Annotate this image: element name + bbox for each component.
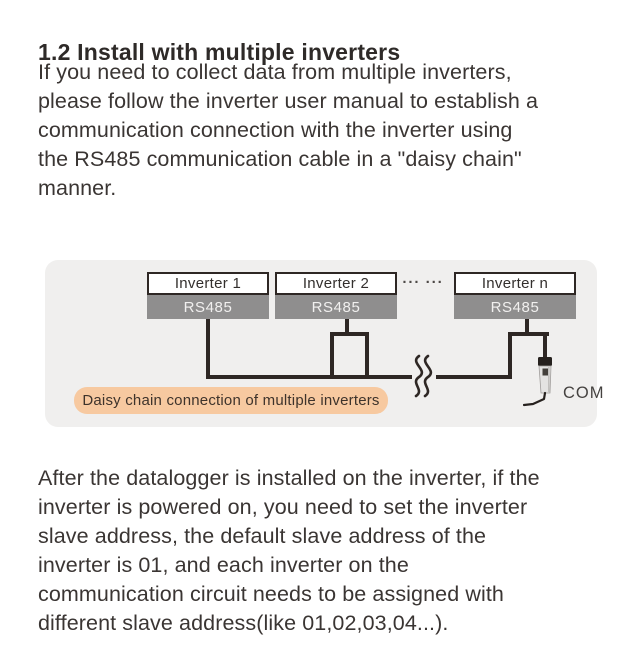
wire-inverter2-leg-left [330, 332, 334, 379]
paragraph-line: different slave address(like 01,02,03,04… [38, 611, 449, 635]
body-paragraph: After the datalogger is installed on the… [38, 464, 540, 638]
paragraph-line: manner. [38, 176, 117, 200]
daisy-chain-diagram: Inverter 1 RS485 Inverter 2 RS485 Invert… [45, 260, 604, 427]
cable-break-icon [414, 354, 433, 398]
inverter-n-unit: Inverter n RS485 [454, 272, 576, 319]
paragraph-line: the RS485 communication cable in a "dais… [38, 147, 522, 171]
inverter-1-rs485-port: RS485 [147, 295, 269, 319]
com-connector-icon [523, 357, 552, 407]
inverter-1-box: Inverter 1 [147, 272, 269, 295]
ellipsis-dots: ··· ··· [402, 274, 444, 291]
paragraph-line: communication connection with the invert… [38, 118, 513, 142]
paragraph-line: inverter is 01, and each inverter on the [38, 553, 409, 577]
inverter-n-rs485-port: RS485 [454, 295, 576, 319]
inverter-1-unit: Inverter 1 RS485 [147, 272, 269, 319]
inverter-2-rs485-port: RS485 [275, 295, 397, 319]
wire-inverter2-bar [330, 332, 369, 336]
wire-inverter2-leg-right [365, 332, 369, 379]
wire-bus-left [206, 375, 412, 379]
paragraph-line: slave address, the default slave address… [38, 524, 487, 548]
wire-invertern-leg-left [508, 332, 512, 379]
paragraph-line: please follow the inverter user manual t… [38, 89, 539, 113]
inverter-2-box: Inverter 2 [275, 272, 397, 295]
com-port-label: COM [563, 384, 605, 402]
paragraph-line: inverter is powered on, you need to set … [38, 495, 528, 519]
wire-invertern-bar [508, 332, 549, 336]
intro-paragraph: If you need to collect data from multipl… [38, 58, 538, 203]
paragraph-line: communication circuit needs to be assign… [38, 582, 504, 606]
paragraph-line: After the datalogger is installed on the… [38, 466, 540, 490]
wire-invertern-stub [525, 319, 529, 336]
wire-bus-right [436, 375, 512, 379]
paragraph-line: If you need to collect data from multipl… [38, 60, 512, 84]
section-heading: 1.2 Install with multiple inverters [38, 39, 401, 66]
diagram-caption-badge: Daisy chain connection of multiple inver… [74, 387, 388, 414]
wire-invertern-leg-right [543, 332, 547, 358]
inverter-2-unit: Inverter 2 RS485 [275, 272, 397, 319]
wire-inverter2-stub [345, 319, 349, 336]
wire-inverter1-drop [206, 319, 210, 379]
inverter-n-box: Inverter n [454, 272, 576, 295]
